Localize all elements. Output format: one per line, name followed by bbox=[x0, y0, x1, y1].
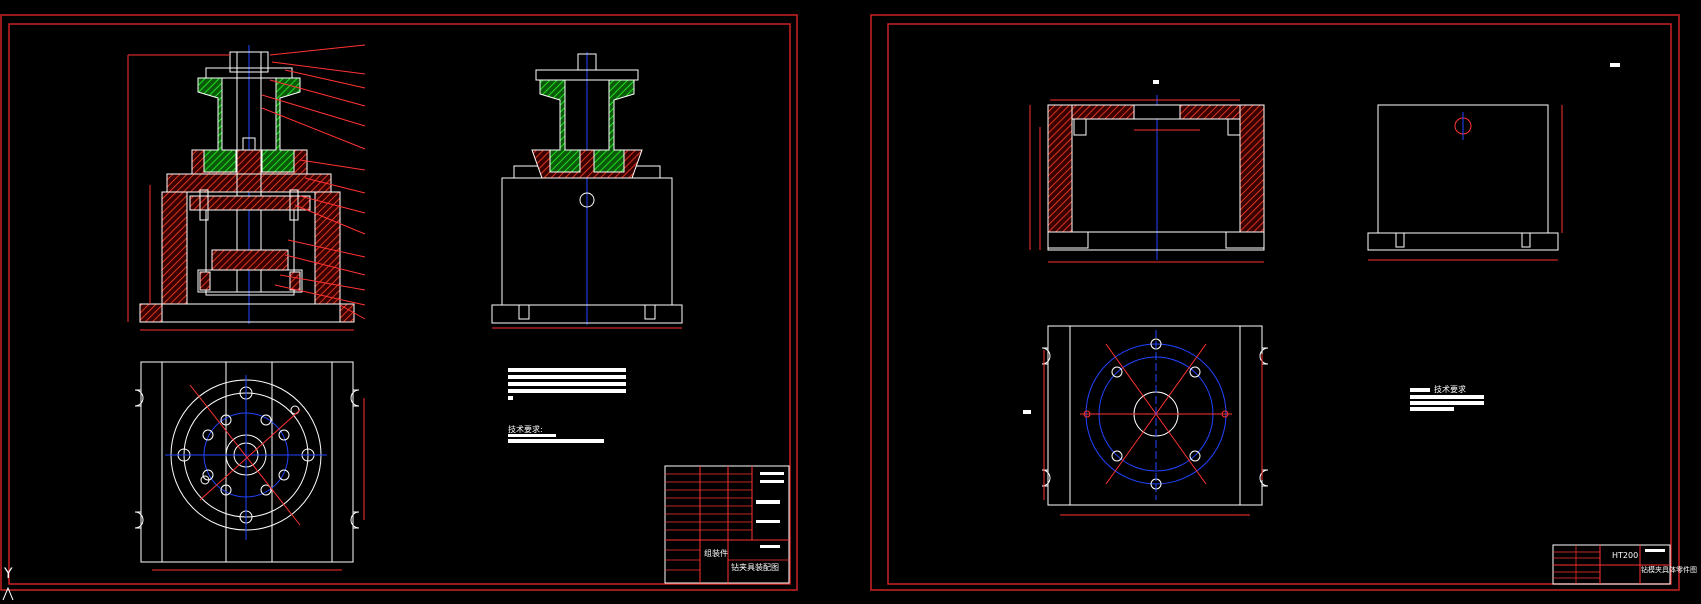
assembly-part-name: 组装件 bbox=[704, 548, 728, 558]
assembly-notes: 技术要求: bbox=[508, 368, 626, 443]
part-front-section-view bbox=[1029, 80, 1265, 263]
sheet1-outer-frame bbox=[0, 14, 798, 591]
part-notes: 技术要求 bbox=[1410, 384, 1484, 411]
part-top-view bbox=[1023, 325, 1269, 516]
ucs-y-label: Y bbox=[3, 566, 13, 582]
assembly-front-section-view bbox=[127, 45, 355, 331]
assembly-tech-req-title: 技术要求: bbox=[508, 424, 543, 434]
sheet2-inner-frame bbox=[887, 23, 1672, 585]
assembly-drawing-title: 钻夹具装配图 bbox=[731, 562, 779, 572]
ucs-icon: Y bbox=[2, 566, 14, 601]
part-drawing-title: 钻模夹具体零件图 bbox=[1641, 565, 1697, 574]
assembly-side-view bbox=[491, 52, 683, 329]
sheet2-outer-frame bbox=[870, 14, 1680, 591]
assembly-top-view bbox=[134, 361, 365, 571]
sheet-part: 技术要求 HT200 钻模夹具体零件图 bbox=[870, 14, 1697, 591]
assembly-title-block: 组装件 钻夹具装配图 bbox=[664, 465, 790, 584]
assembly-balloon-leaders bbox=[261, 44, 366, 320]
part-side-view bbox=[1367, 63, 1620, 261]
part-tech-req-title: 技术要求 bbox=[1434, 384, 1466, 394]
part-title-block: HT200 钻模夹具体零件图 bbox=[1552, 544, 1697, 585]
part-material: HT200 bbox=[1612, 551, 1638, 560]
sheet-assembly: 技术要求: bbox=[0, 14, 798, 591]
sheet1-inner-frame bbox=[8, 23, 791, 585]
